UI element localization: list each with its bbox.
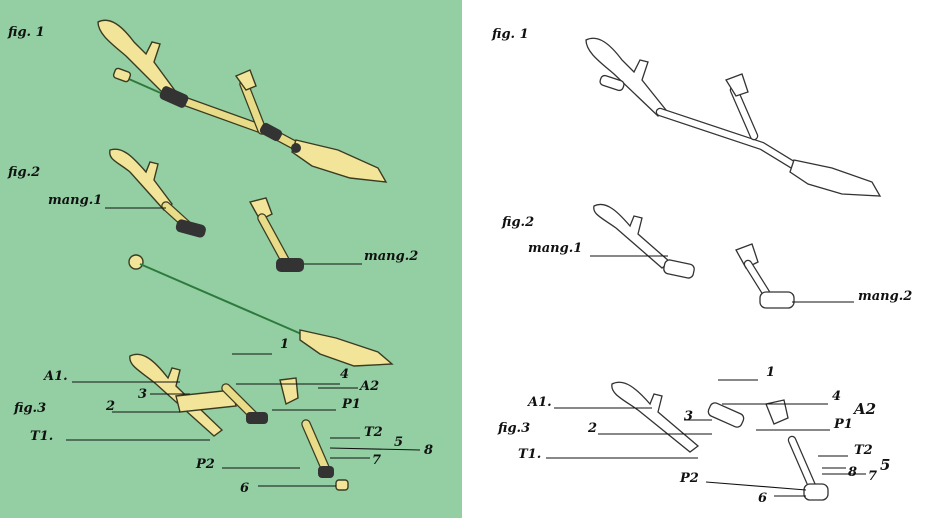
fig1-assembly-lineart <box>585 37 882 197</box>
fig3-label: fig.3 <box>497 421 530 436</box>
fig2-mang2-lineart <box>735 243 795 309</box>
left-diagram-svg: fig. 1 fig.2 mang.1 mang.2 1 <box>7 19 433 496</box>
n1-label: 1 <box>280 337 289 352</box>
A1-label: A1. <box>526 395 552 410</box>
n6-label: 6 <box>240 481 249 496</box>
right-diagram-svg: fig. 1 fig.2 mang.1 mang.2 1 <box>491 27 912 506</box>
n8-label: 8 <box>848 465 857 480</box>
fig2-mang1-part <box>109 148 206 238</box>
fig2-mang2-part <box>248 197 304 272</box>
n7-label: 7 <box>372 453 381 468</box>
P2-label: P2 <box>679 471 699 486</box>
n2-label: 2 <box>105 399 115 414</box>
T1-label: T1. <box>30 429 53 444</box>
mang1-label: mang.1 <box>528 241 582 256</box>
A2-label: A2 <box>852 400 876 418</box>
n3-label: 3 <box>138 387 147 402</box>
T2-label: T2 <box>854 443 873 458</box>
right-diagram-panel: fig. 1 fig.2 mang.1 mang.2 1 <box>462 0 950 518</box>
n5-label: 5 <box>394 435 403 450</box>
T2-label: T2 <box>364 425 383 440</box>
n4-label: 4 <box>340 367 349 382</box>
part1-rod-blade <box>128 254 394 367</box>
n7-label: 7 <box>868 469 877 484</box>
n2-label: 2 <box>587 421 597 436</box>
n5-label: 5 <box>880 456 890 474</box>
mang2-label: mang.2 <box>858 289 912 304</box>
P1-label: P1 <box>341 397 361 412</box>
fig1-label: fig. 1 <box>491 27 529 42</box>
mang2-label: mang.2 <box>364 249 418 264</box>
A1-label: A1. <box>42 369 68 384</box>
mang1-label: mang.1 <box>48 193 102 208</box>
n8-label: 8 <box>424 443 433 458</box>
fig3-exploded-lineart <box>611 381 829 501</box>
n3-label: 3 <box>684 409 693 424</box>
fig1-assembly <box>97 19 388 183</box>
fig2-label: fig.2 <box>7 165 40 180</box>
fig3-exploded-parts <box>129 353 349 491</box>
fig3-label: fig.3 <box>13 401 46 416</box>
n1-label: 1 <box>766 365 775 380</box>
n4-label: 4 <box>832 389 841 404</box>
P2-label: P2 <box>195 457 215 472</box>
P1-label: P1 <box>833 417 853 432</box>
A2-label: A2 <box>358 379 379 394</box>
fig1-label: fig. 1 <box>7 25 45 40</box>
n6-label: 6 <box>758 491 767 506</box>
fig2-mang1-lineart <box>593 203 695 279</box>
T1-label: T1. <box>518 447 541 462</box>
fig2-label: fig.2 <box>501 215 534 230</box>
left-diagram-panel: fig. 1 fig.2 mang.1 mang.2 1 <box>0 0 462 518</box>
